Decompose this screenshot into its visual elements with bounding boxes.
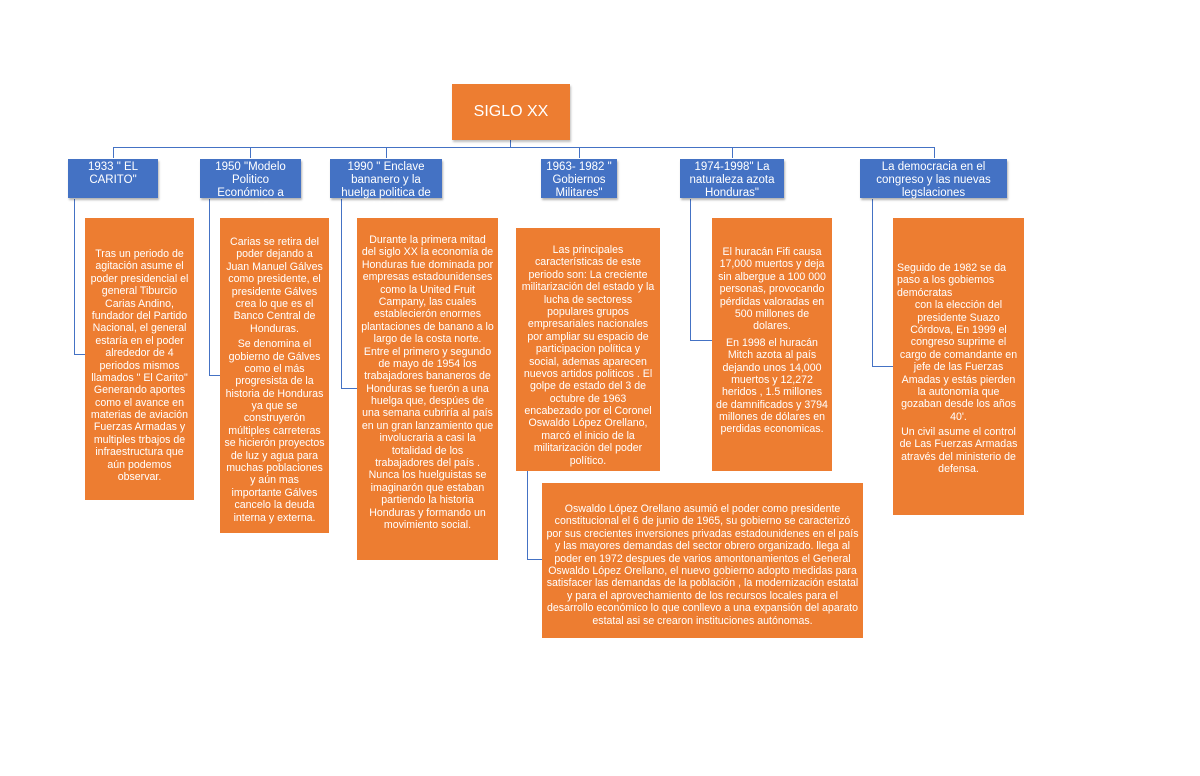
- branch-line-1974: [690, 199, 692, 341]
- box-1990: Durante la primera mitad del siglo XX la…: [357, 218, 498, 560]
- header-1990: 1990 " Enclave bananero y la huelga poli…: [330, 159, 442, 213]
- box-democracia: Seguido de 1982 se da paso a los gobiemo…: [893, 218, 1024, 515]
- box-1990-text: Durante la primera mitad del siglo XX la…: [361, 234, 494, 531]
- root-label: SIGLO XX: [473, 103, 549, 120]
- box-democracia-text-1: Seguido de 1982 se da paso a los gobiemo…: [897, 262, 1006, 299]
- header-democracia: La democracia en el congreso y las nueva…: [860, 159, 1007, 200]
- box-1950-text-2: Se denomina el gobierno de Gálves como e…: [224, 338, 325, 524]
- box-1950: Carias se retira del poder dejando a Jua…: [220, 218, 329, 533]
- box-1933-text: Tras un periodo de agitación asume el po…: [90, 248, 189, 484]
- branch-tick-1963: [527, 559, 543, 561]
- header-democracia-label: La democracia en el congreso y las nueva…: [876, 161, 991, 200]
- box-1974-text-2: En 1998 el huracán Mitch azota al país d…: [716, 336, 828, 436]
- branch-line-1963: [527, 471, 529, 560]
- header-drop-6: [934, 147, 936, 158]
- header-drop-3: [386, 147, 388, 158]
- branch-tick-1990: [341, 388, 358, 390]
- branch-line-1990: [341, 199, 343, 389]
- header-bus-line: [113, 147, 935, 149]
- box-democracia-text-2: con la elección del presidente Suazo Cór…: [899, 299, 1018, 423]
- header-1950: 1950 "Modelo Politico Económico a seguir…: [200, 159, 301, 213]
- branch-line-democracia: [872, 199, 874, 367]
- branch-tick-1950: [209, 375, 221, 377]
- box-1974-text-1: El huracán Fifi causa 17,000 muertos y d…: [718, 246, 826, 333]
- root-node-siglo-xx: SIGLO XX: [452, 84, 570, 140]
- box-1963-text: Las principales características de este …: [521, 244, 655, 467]
- branch-line-1950: [209, 199, 211, 376]
- branch-tick-1974: [690, 340, 712, 342]
- header-drop-5: [732, 147, 734, 158]
- header-1950-label: 1950 "Modelo Politico Económico a seguir…: [215, 161, 286, 213]
- box-1963-detail-text: Oswaldo López Orellano asumió el poder c…: [546, 503, 859, 627]
- header-1933: 1933 " EL CARITO": [68, 159, 158, 198]
- header-drop-4: [579, 147, 581, 158]
- header-1974: 1974-1998" La naturaleza azota Honduras": [680, 159, 784, 200]
- box-1963: Las principales características de este …: [516, 228, 660, 471]
- box-1933: Tras un periodo de agitación asume el po…: [85, 218, 194, 500]
- header-drop-2: [250, 147, 252, 158]
- root-connector: [510, 140, 512, 148]
- header-1963: 1963- 1982 " Gobiernos Militares": [541, 159, 617, 200]
- box-1963-detail: Oswaldo López Orellano asumió el poder c…: [542, 483, 863, 638]
- header-1933-label: 1933 " EL CARITO": [87, 161, 139, 187]
- header-1963-label: 1963- 1982 " Gobiernos Militares": [546, 161, 612, 200]
- box-democracia-text-3: Un civil asume el control de Las Fuerzas…: [899, 426, 1018, 476]
- branch-line-1933: [74, 199, 76, 355]
- header-1974-label: 1974-1998" La naturaleza azota Honduras": [689, 161, 775, 200]
- branch-tick-1933: [74, 354, 86, 356]
- header-drop-1: [113, 147, 115, 158]
- box-1950-text-1: Carias se retira del poder dejando a Jua…: [226, 236, 323, 335]
- branch-tick-democracia: [872, 366, 894, 368]
- header-1990-label: 1990 " Enclave bananero y la huelga poli…: [341, 161, 431, 213]
- box-1974: El huracán Fifi causa 17,000 muertos y d…: [712, 218, 832, 471]
